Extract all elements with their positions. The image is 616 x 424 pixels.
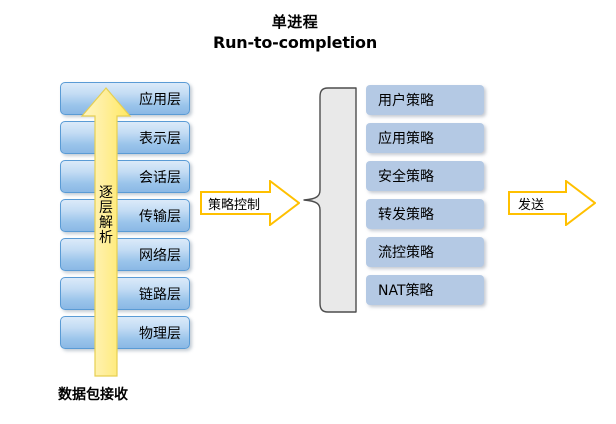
policy-box-user[interactable]: 用户策略 xyxy=(366,85,484,115)
osi-layer-label: 传输层 xyxy=(139,208,181,225)
osi-layer-label: 应用层 xyxy=(139,91,181,108)
policy-group-brace xyxy=(302,86,358,314)
policy-control-arrow-shape xyxy=(200,180,300,226)
brace-shape xyxy=(303,87,357,313)
osi-layer-box-session[interactable]: 会话层 xyxy=(60,160,190,193)
policy-box-security[interactable]: 安全策略 xyxy=(366,161,484,191)
policy-label: 流控策略 xyxy=(378,245,434,261)
packet-receive-caption: 数据包接收 xyxy=(58,387,128,403)
policy-label: NAT策略 xyxy=(378,283,434,299)
policy-box-flowcontrol[interactable]: 流控策略 xyxy=(366,237,484,267)
osi-layer-label: 链路层 xyxy=(139,286,181,303)
osi-layer-box-network[interactable]: 网络层 xyxy=(60,238,190,271)
osi-layer-box-datalink[interactable]: 链路层 xyxy=(60,277,190,310)
osi-layer-box-presentation[interactable]: 表示层 xyxy=(60,121,190,154)
page-title: 单进程 Run-to-completion xyxy=(170,12,420,54)
send-arrow-shape xyxy=(508,180,596,226)
policy-label: 转发策略 xyxy=(378,207,434,223)
osi-layer-box-transport[interactable]: 传输层 xyxy=(60,199,190,232)
policy-box-forwarding[interactable]: 转发策略 xyxy=(366,199,484,229)
title-line-cn: 单进程 xyxy=(271,13,319,31)
up-arrow-shape xyxy=(80,87,132,377)
policy-box-nat[interactable]: NAT策略 xyxy=(366,275,484,305)
policy-label: 安全策略 xyxy=(378,169,434,185)
osi-layer-label: 网络层 xyxy=(139,247,181,264)
policy-label: 用户策略 xyxy=(378,93,434,109)
osi-layer-label: 表示层 xyxy=(139,130,181,147)
policy-box-application[interactable]: 应用策略 xyxy=(366,123,484,153)
policy-label: 应用策略 xyxy=(378,131,434,147)
title-line-en: Run-to-completion xyxy=(212,33,378,53)
send-arrow[interactable]: 发送 xyxy=(508,180,596,226)
osi-layer-stack: 应用层 表示层 会话层 传输层 网络层 链路层 物理层 xyxy=(60,82,194,350)
osi-layer-label: 物理层 xyxy=(139,325,181,342)
layer-parsing-up-arrow: 逐 层 解 析 xyxy=(80,86,132,378)
policy-control-arrow[interactable]: 策略控制 xyxy=(200,180,300,226)
osi-layer-label: 会话层 xyxy=(139,169,181,186)
osi-layer-box-physical[interactable]: 物理层 xyxy=(60,316,190,349)
policy-list: 用户策略 应用策略 安全策略 转发策略 流控策略 NAT策略 xyxy=(366,85,486,315)
